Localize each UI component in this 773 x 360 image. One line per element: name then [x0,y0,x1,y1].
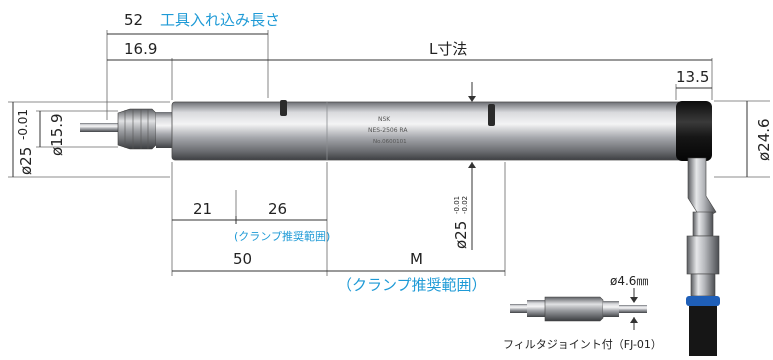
dia-25-tol: -0.01 [16,109,30,140]
dim-dia-25: ø25 -0.01 [8,101,170,178]
end-cap [676,101,712,161]
dim-l-label: L寸法 [429,40,467,58]
collet-nut [117,108,157,150]
dim-21-label: 21 [193,200,212,218]
dim-tool-insert: 52 工具入れ込み長さ [106,11,280,120]
tool-insert-text: 工具入れ込み長さ [160,11,280,29]
clamp-range-small: (クランプ推奨範囲) [234,229,330,243]
dim-dia-15-9: ø15.9 [36,110,118,156]
main-cylinder [171,101,683,161]
dim-16-9: 16.9 [107,40,173,100]
dim-l: L寸法 [172,40,713,102]
dim-26-label: 26 [268,200,287,218]
filter-tube-right [619,305,647,313]
dim-13-5: 13.5 [675,68,712,100]
dia-24-6-label: ø24.6 [755,118,773,161]
filter-caption: フィルタジョイント付（FJ-01） [503,338,662,351]
hose-ring [686,296,720,306]
dim-50: 50 [172,250,327,272]
body-marking-2: NES-2506 RA [368,127,408,134]
dim-16-9-label: 16.9 [124,40,157,58]
collet-ring [156,112,172,148]
dim-dia-24-6: ø24.6 [714,100,773,178]
filter-coupler-right [603,301,619,317]
dim-50-label: 50 [233,250,252,268]
dim-m-label: M [410,250,423,268]
spindle-body: NSK NES-2506 RA No.0600101 [80,100,720,356]
elbow-pipe [687,157,717,221]
body-marking-3: No.0600101 [373,139,407,145]
fitting-upper [692,211,714,237]
dim-m: M （クランプ推奨範囲） [327,162,506,294]
tool-insert-value: 52 [124,11,143,29]
body-slot-2 [488,104,495,126]
dia-4-6-label: ø4.6㎜ [610,274,648,288]
dim-dia-25-b: ø25 -0.01 -0.02 [452,162,476,250]
dia-25-label: ø25 [17,147,35,175]
dia-25-b-label: ø25 [452,221,470,249]
dia-25-b-tol1: -0.01 [453,196,461,214]
body-marking-1: NSK [378,116,391,123]
dia-25-b-tol2: -0.02 [461,196,469,214]
fitting-nut [686,235,720,275]
dia-15-9-label: ø15.9 [48,113,66,156]
filter-tube-left [510,304,538,313]
fitting-lower [690,273,716,297]
dim-13-5-label: 13.5 [676,68,709,86]
filter-joint: ø4.6㎜ フィルタジョイント付（FJ-01） [503,274,662,351]
dim-21-26: 21 26 (クランプ推奨範囲) [171,162,330,276]
filter-body [544,296,604,322]
clamp-range-large: （クランプ推奨範囲） [337,276,487,294]
tool-shank [80,123,120,132]
air-hose [689,306,717,356]
body-slot-1 [280,100,287,116]
filter-coupler-left [527,300,545,317]
